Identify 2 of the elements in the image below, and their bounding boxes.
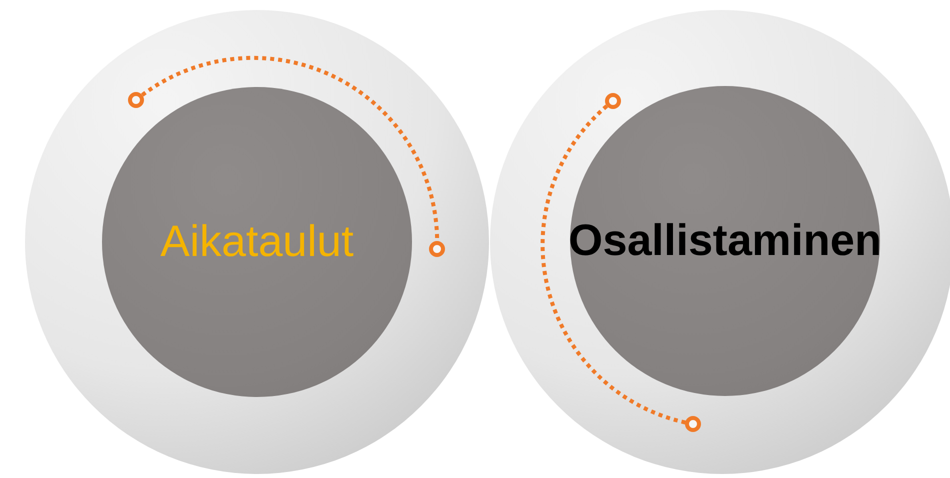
circle-title: Aikataulut <box>160 217 354 267</box>
circle-title: Osallistaminen <box>568 216 882 266</box>
